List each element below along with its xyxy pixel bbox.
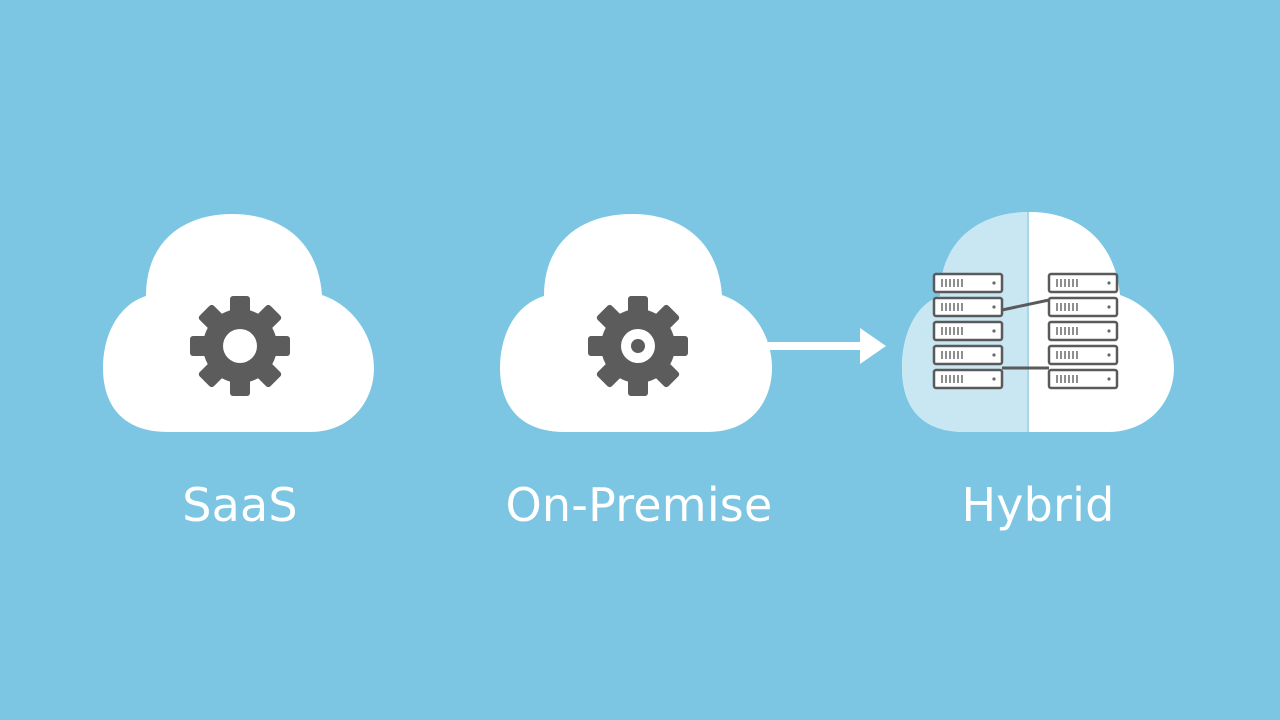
- arrow-right-icon: [768, 328, 886, 364]
- server-rack-icon: [1047, 272, 1119, 390]
- on-premise-label: On-Premise: [505, 478, 773, 532]
- on-premise-cloud-icon: [500, 214, 772, 432]
- server-link-lines: [1001, 298, 1050, 370]
- gear-icon: [190, 296, 290, 396]
- server-rack-icon: [932, 272, 1004, 390]
- saas-label: SaaS: [182, 478, 298, 532]
- hybrid-label: Hybrid: [961, 478, 1115, 532]
- saas-cloud-icon: [103, 214, 374, 432]
- gear-icon: [588, 296, 688, 396]
- hybrid-cloud-tinted-half: [902, 212, 1028, 432]
- hybrid-cloud-icon: [902, 212, 1174, 432]
